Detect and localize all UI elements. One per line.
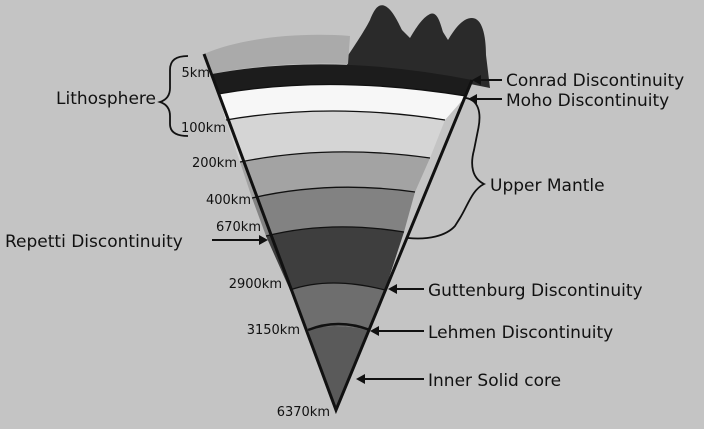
upper-mantle-brace bbox=[407, 97, 487, 240]
layer-boundaries bbox=[217, 83, 467, 291]
layer-inner-core bbox=[308, 326, 370, 410]
lehmen-arrow bbox=[370, 326, 424, 336]
label-upper-mantle: Upper Mantle bbox=[490, 176, 605, 196]
moho-arrow bbox=[468, 94, 502, 104]
arrows bbox=[212, 75, 502, 384]
depth-3150km: 3150km bbox=[247, 323, 300, 338]
layer-moho-lower-crust bbox=[218, 84, 466, 120]
depth-200km: 200km bbox=[192, 156, 237, 171]
depth-2900km: 2900km bbox=[229, 277, 282, 292]
repetti-arrow bbox=[212, 235, 268, 245]
label-repetti-discontinuity: Repetti Discontinuity bbox=[5, 232, 183, 252]
layer-lower-mantle bbox=[266, 226, 404, 290]
depth-5km: 5km bbox=[182, 66, 210, 81]
layer-upper-mantle-2 bbox=[240, 151, 430, 198]
label-lehmen-discontinuity: Lehmen Discontinuity bbox=[428, 323, 613, 343]
layer-upper-mantle-1 bbox=[226, 111, 445, 162]
label-lithosphere: Lithosphere bbox=[56, 89, 156, 109]
guttenburg-arrow bbox=[388, 284, 424, 294]
lithosphere-brace bbox=[157, 55, 189, 137]
inner-core-arrow bbox=[356, 374, 424, 384]
layer-transition-zone bbox=[252, 187, 415, 236]
lehmen-boundary-line bbox=[307, 322, 371, 332]
sky-band bbox=[204, 34, 350, 74]
label-moho-discontinuity: Moho Discontinuity bbox=[506, 91, 669, 111]
label-guttenburg-discontinuity: Guttenburg Discontinuity bbox=[428, 281, 643, 301]
depth-6370km: 6370km bbox=[277, 405, 330, 420]
layer-outer-core bbox=[290, 283, 385, 330]
depth-400km: 400km bbox=[206, 193, 251, 208]
label-conrad-discontinuity: Conrad Discontinuity bbox=[506, 71, 684, 91]
depth-670km: 670km bbox=[216, 220, 261, 235]
label-inner-solid-core: Inner Solid core bbox=[428, 371, 561, 391]
wedge-outline bbox=[202, 53, 474, 415]
depth-100km: 100km bbox=[181, 121, 226, 136]
conrad-arrow bbox=[472, 75, 502, 85]
